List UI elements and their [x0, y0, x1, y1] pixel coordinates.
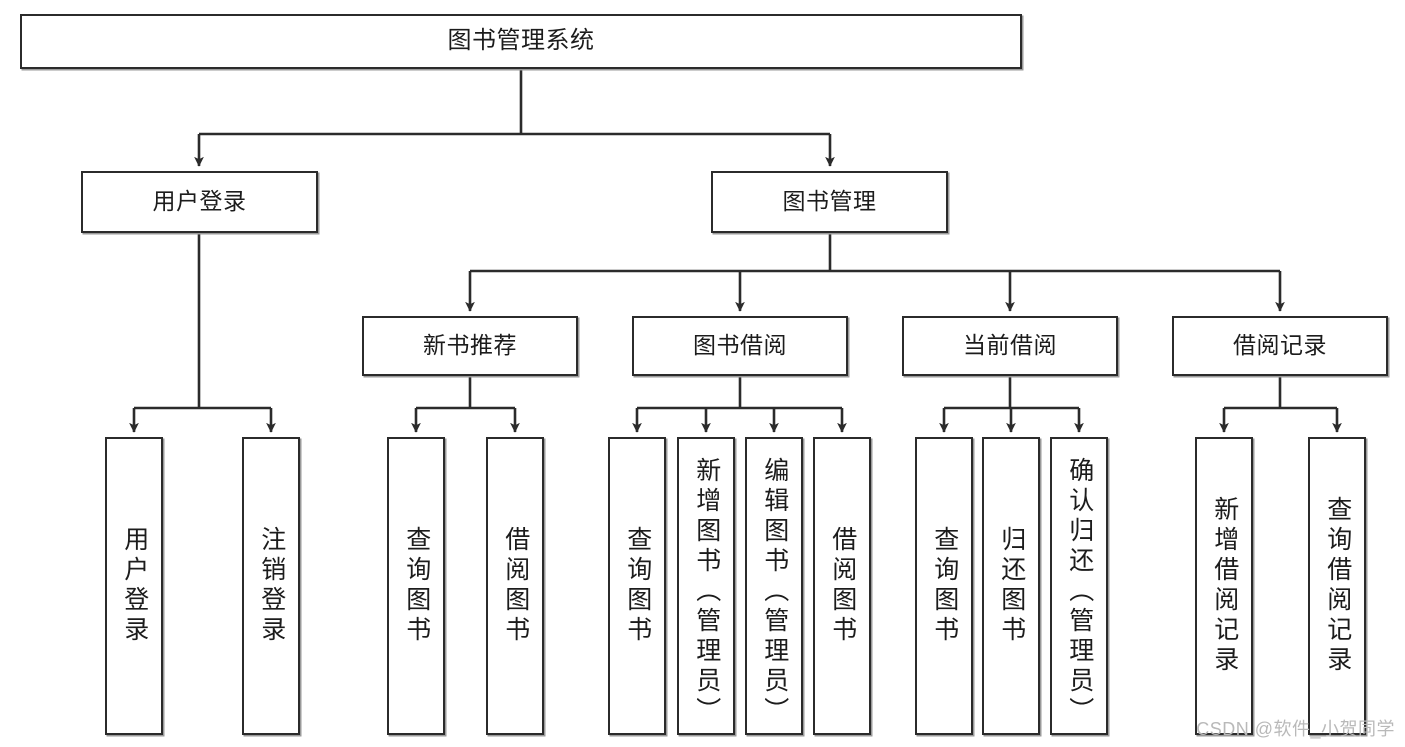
leaf-user-login-logout[interactable]: 注销登录	[242, 437, 300, 735]
node-borrow-record[interactable]: 借阅记录	[1172, 316, 1388, 376]
node-label: 注销登录	[257, 526, 286, 646]
node-label: 查询借阅记录	[1323, 496, 1352, 676]
node-label: 新书推荐	[423, 332, 517, 359]
leaf-current-borrow-confirm-return-admin[interactable]: 确认归还（管理员）	[1050, 437, 1108, 735]
node-user-login[interactable]: 用户登录	[81, 171, 318, 233]
node-label: 图书管理	[782, 188, 877, 215]
node-book-management[interactable]: 图书管理	[711, 171, 948, 233]
node-label: 编辑图书（管理员）	[760, 457, 789, 727]
node-label: 用户登录	[152, 188, 247, 215]
leaf-book-borrow-edit-book-admin[interactable]: 编辑图书（管理员）	[745, 437, 803, 735]
node-label: 当前借阅	[963, 332, 1057, 359]
watermark-csdn: CSDN @软件_小贺同学	[1196, 719, 1395, 739]
leaf-borrow-record-add-record[interactable]: 新增借阅记录	[1195, 437, 1253, 735]
leaf-book-borrow-borrow-book[interactable]: 借阅图书	[813, 437, 871, 735]
node-label: 查询图书	[623, 526, 652, 646]
leaf-user-login-login[interactable]: 用户登录	[105, 437, 163, 735]
node-label: 新增借阅记录	[1210, 496, 1239, 676]
node-label: 查询图书	[402, 526, 431, 646]
leaf-book-borrow-query-book[interactable]: 查询图书	[608, 437, 666, 735]
leaf-new-book-query-book[interactable]: 查询图书	[387, 437, 445, 735]
node-label: 查询图书	[930, 526, 959, 646]
node-book-borrow[interactable]: 图书借阅	[632, 316, 848, 376]
node-label: 借阅图书	[501, 526, 530, 646]
node-root-book-management-system[interactable]: 图书管理系统	[20, 14, 1022, 69]
node-label: 借阅图书	[828, 526, 857, 646]
node-label: 用户登录	[120, 526, 149, 646]
node-current-borrow[interactable]: 当前借阅	[902, 316, 1118, 376]
node-label: 图书管理系统	[447, 27, 595, 55]
node-label: 新增图书（管理员）	[692, 457, 721, 727]
node-label: 归还图书	[997, 526, 1026, 646]
leaf-current-borrow-query-book[interactable]: 查询图书	[915, 437, 973, 735]
leaf-borrow-record-query-record[interactable]: 查询借阅记录	[1308, 437, 1366, 735]
node-label: 借阅记录	[1233, 332, 1327, 359]
leaf-current-borrow-return-book[interactable]: 归还图书	[982, 437, 1040, 735]
leaf-book-borrow-add-book-admin[interactable]: 新增图书（管理员）	[677, 437, 735, 735]
node-new-book-recommend[interactable]: 新书推荐	[362, 316, 578, 376]
node-label: 确认归还（管理员）	[1065, 457, 1094, 727]
leaf-new-book-borrow-book[interactable]: 借阅图书	[486, 437, 544, 735]
node-label: 图书借阅	[693, 332, 787, 359]
